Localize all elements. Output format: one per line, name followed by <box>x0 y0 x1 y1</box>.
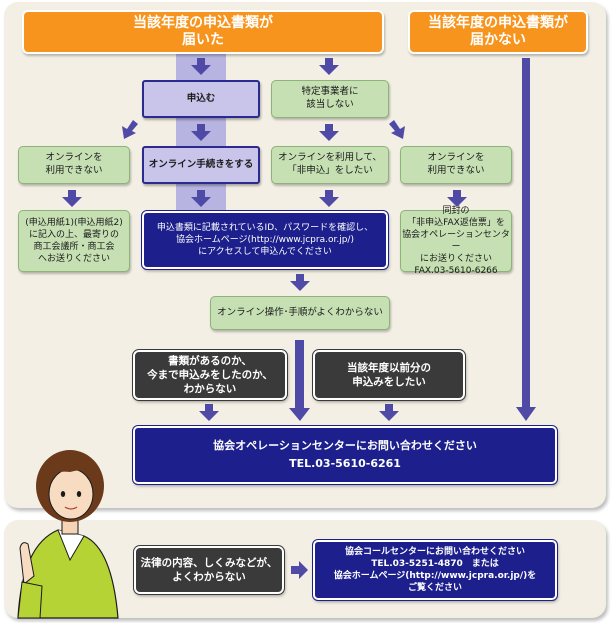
web-apply-box: 申込書類に記載されているID、パスワードを確認し、 協会ホームページ(http:… <box>141 210 389 270</box>
online-unavailable-left: オンラインを 利用できない <box>18 146 130 184</box>
down-arrow-icon <box>199 404 219 421</box>
down-arrow-icon <box>516 58 536 421</box>
docs-unclear-box: 書類があるのか、 今まで申込みをしたのか、 わからない <box>132 349 288 401</box>
not-applicable-box: 特定事業者に 該当しない <box>271 80 389 118</box>
down-arrow-icon <box>447 190 467 207</box>
down-arrow-icon <box>191 124 211 141</box>
online-procedure-box: オンライン手続きをする <box>142 146 260 184</box>
operation-center-box: 協会オペレーションセンターにお問い合わせください TEL.03-5610-626… <box>132 425 558 485</box>
received-header: 当該年度の申込書類が 届いた <box>22 10 384 54</box>
apply-box: 申込む <box>142 80 260 118</box>
down-arrow-icon <box>319 58 339 75</box>
down-arrow-icon <box>289 340 310 421</box>
online-unavailable-right: オンラインを 利用できない <box>400 146 512 184</box>
woman-illustration <box>17 450 119 619</box>
paper-form-box: (申込用紙1)(申込用紙2) に記入の上、最寄りの 商工会議所・商工会 へお送り… <box>18 210 130 272</box>
diagonal-arrow-icon <box>389 120 405 139</box>
down-arrow-icon <box>191 58 211 75</box>
right-arrow-icon <box>291 561 308 579</box>
call-center-box: 協会コールセンターにお問い合わせください TEL.03-5251-4870 また… <box>312 539 558 601</box>
online-non-apply-box: オンラインを利用して、 「非申込」をしたい <box>271 146 389 184</box>
down-arrow-icon <box>319 124 339 141</box>
down-arrow-icon <box>379 404 399 421</box>
down-arrow-icon <box>290 274 310 291</box>
previous-year-box: 当該年度以前分の 申込みをしたい <box>312 349 466 401</box>
law-unclear-box: 法律の内容、しくみなどが、 よくわからない <box>133 545 285 595</box>
down-arrow-icon <box>62 190 82 207</box>
down-arrow-icon <box>191 190 211 207</box>
diagonal-arrow-icon <box>122 120 138 139</box>
fax-form-box: 同封の 「非申込FAX返信票」を 協会オペレーションセンター にお送りください … <box>400 206 512 276</box>
down-arrow-icon <box>319 190 339 207</box>
not-received-header: 当該年度の申込書類が 届かない <box>408 10 588 54</box>
online-unclear-box: オンライン操作･手順がよくわからない <box>210 296 390 330</box>
